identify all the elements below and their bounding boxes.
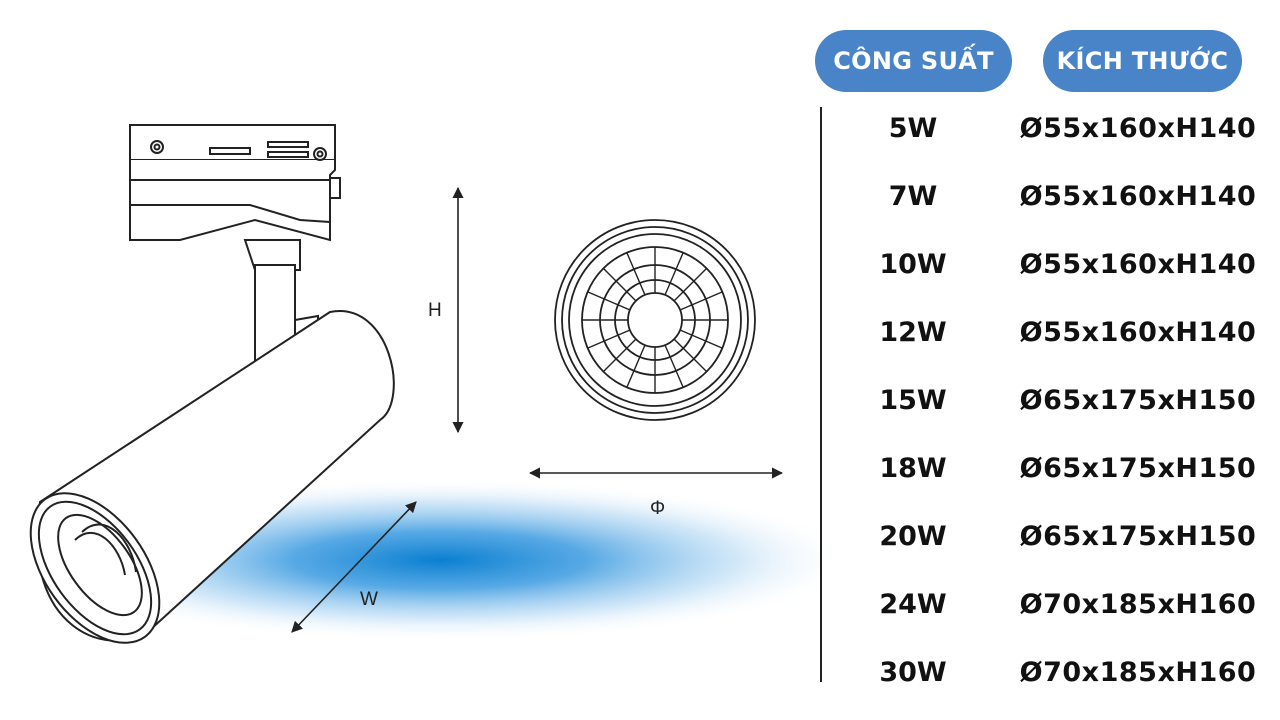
width-label: W: [360, 589, 378, 610]
width-dimension-arrow: [291, 501, 417, 633]
spec-power: 18W: [879, 452, 947, 484]
spec-power: 24W: [879, 588, 947, 620]
track-light-diagram: H Φ W: [20, 124, 820, 644]
spec-size: Ø70x185xH160: [1019, 588, 1257, 620]
spec-row: 12W Ø55x160xH140: [822, 298, 1272, 366]
spec-row: 10W Ø55x160xH140: [822, 230, 1272, 298]
spec-power: 7W: [888, 180, 938, 212]
spec-size: Ø55x160xH140: [1019, 316, 1257, 348]
spec-row: 18W Ø65x175xH150: [822, 434, 1272, 502]
spec-row: 30W Ø70x185xH160: [822, 638, 1272, 706]
spec-row: 20W Ø65x175xH150: [822, 502, 1272, 570]
spec-size: Ø70x185xH160: [1019, 656, 1257, 688]
spec-power: 20W: [879, 520, 947, 552]
power-header: CÔNG SUẤT: [815, 30, 1012, 92]
spec-power: 30W: [879, 656, 947, 688]
spec-size: Ø65x175xH150: [1019, 520, 1257, 552]
spec-table: 5W Ø55x160xH140 7W Ø55x160xH140 10W Ø55x…: [822, 94, 1272, 706]
lens-front-view: [554, 219, 756, 421]
spec-row: 24W Ø70x185xH160: [822, 570, 1272, 638]
spec-size: Ø65x175xH150: [1019, 452, 1257, 484]
spec-power: 5W: [888, 112, 938, 144]
spec-row: 7W Ø55x160xH140: [822, 162, 1272, 230]
spec-power: 10W: [879, 248, 947, 280]
table-divider: [820, 107, 822, 682]
spec-size: Ø55x160xH140: [1019, 112, 1257, 144]
spec-size: Ø55x160xH140: [1019, 180, 1257, 212]
spec-power: 12W: [879, 316, 947, 348]
spec-size: Ø65x175xH150: [1019, 384, 1257, 416]
size-header: KÍCH THƯỚC: [1043, 30, 1242, 92]
track-adapter: [129, 124, 341, 242]
spec-size: Ø55x160xH140: [1019, 248, 1257, 280]
diameter-label: Φ: [650, 498, 665, 519]
spec-row: 15W Ø65x175xH150: [822, 366, 1272, 434]
height-label: H: [428, 300, 442, 321]
spec-row: 5W Ø55x160xH140: [822, 94, 1272, 162]
spec-power: 15W: [879, 384, 947, 416]
lamp-body: [29, 310, 395, 644]
